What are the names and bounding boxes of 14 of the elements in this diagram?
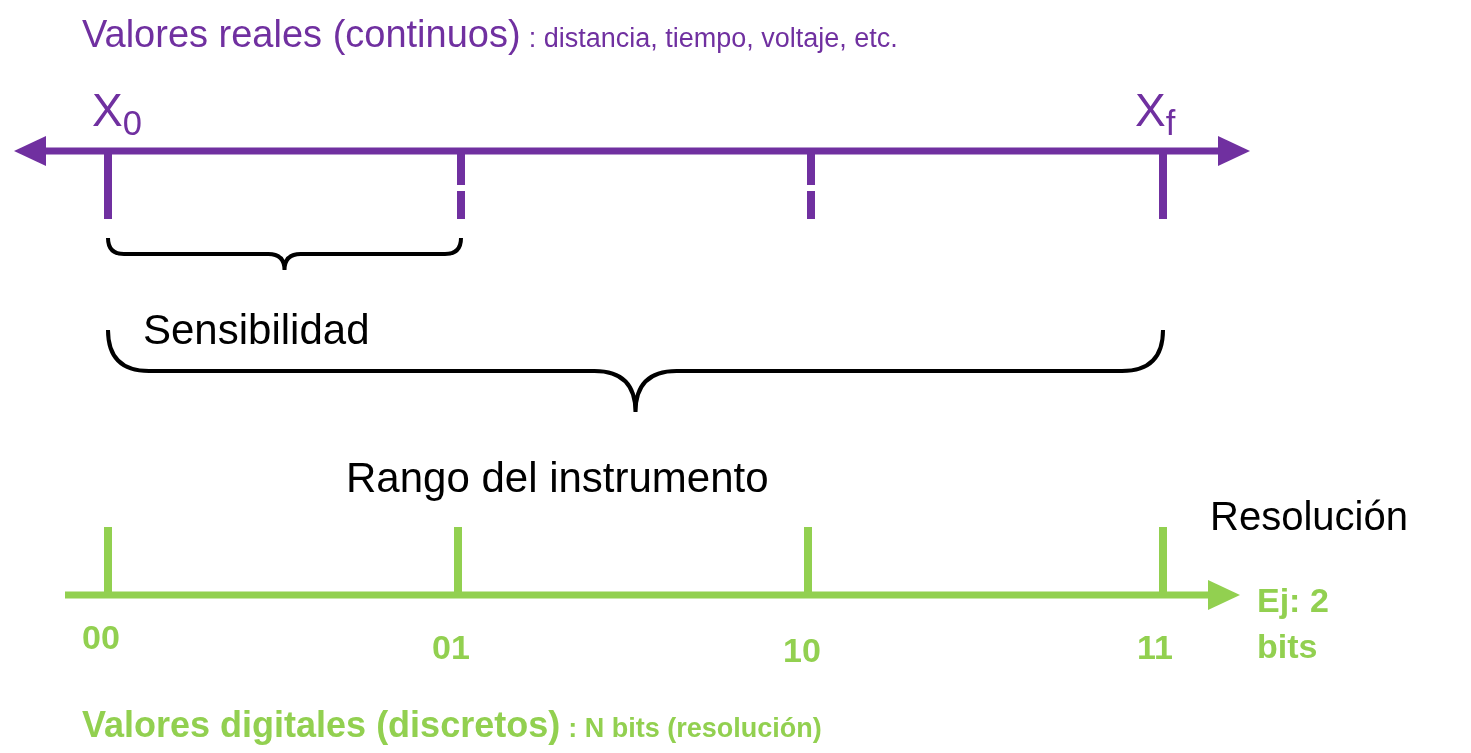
sensitivity-label: Sensibilidad (143, 305, 370, 355)
tick-label: 00 (82, 617, 120, 658)
tick-label: 10 (783, 630, 821, 671)
axis-title: Valores digitales (discretos) (82, 703, 561, 747)
example-note: Ej: 2 bits (1257, 580, 1330, 667)
tick-label: 01 (432, 627, 470, 668)
axis-subtitle: : N bits (resolución) (568, 712, 822, 745)
range-label: Rango del instrumento (346, 453, 769, 503)
resolution-label: Resolución (1210, 493, 1408, 540)
axis-title: Valores reales (continuos) (82, 12, 521, 57)
axis-subtitle: : distancia, tiempo, voltaje, etc. (528, 22, 898, 55)
tick-label: 11 (1137, 627, 1173, 668)
end-label: X$_{f}$ (1135, 83, 1176, 144)
start-label: X$_{0}$ (92, 83, 142, 144)
